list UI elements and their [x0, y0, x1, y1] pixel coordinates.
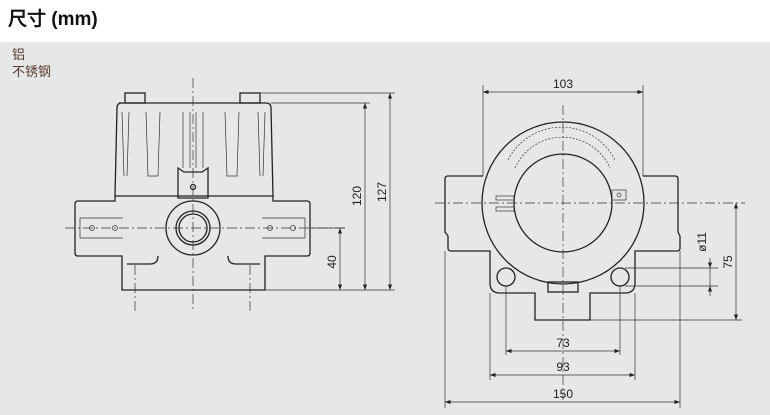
dim-127: 127 — [375, 182, 389, 202]
legend-aluminum: 铝 — [12, 47, 26, 62]
dim-103: 103 — [553, 77, 573, 91]
dim-150: 150 — [553, 387, 573, 401]
side-view-dimensions: 40 120 127 — [260, 92, 395, 291]
legend-stainless-steel: 不锈钢 — [12, 64, 52, 79]
dim-75: 75 — [721, 255, 735, 269]
side-view-housing — [65, 78, 345, 312]
front-view-housing — [435, 105, 745, 400]
dim-73: 73 — [556, 336, 570, 350]
dim-93: 93 — [556, 360, 570, 374]
dim-hole-diameter-11: ø11 — [695, 232, 709, 252]
dim-40: 40 — [325, 255, 339, 269]
front-view-dimensions: 103 73 93 150 75 ø11 — [444, 77, 742, 408]
page-title: 尺寸 (mm) — [8, 9, 98, 30]
material-legend: 铝 不锈钢 — [12, 46, 51, 80]
drawing-panel — [0, 42, 770, 415]
dim-120: 120 — [350, 186, 364, 206]
